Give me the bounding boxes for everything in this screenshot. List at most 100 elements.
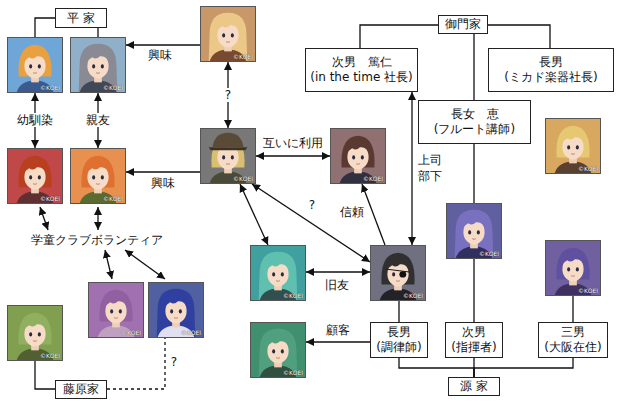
- watermark: ©KOEI: [283, 370, 303, 376]
- character-portrait: ©KOEI: [7, 37, 63, 93]
- leader-arrow: [125, 250, 165, 279]
- portrait-art: [8, 306, 62, 360]
- character-portrait: ©KOEI: [250, 245, 306, 301]
- eye: [29, 332, 32, 336]
- eye: [101, 175, 104, 179]
- box-text: 長男: [387, 325, 411, 340]
- eye: [38, 64, 41, 68]
- relation-connector: [399, 358, 474, 377]
- character-portrait: ©KOEI: [148, 282, 204, 338]
- relation-connector: [411, 92, 412, 245]
- relation-connector: [474, 358, 573, 377]
- relation-connector: [306, 341, 370, 342]
- character-portrait: ©KOEI: [545, 118, 601, 174]
- mouth: [174, 317, 178, 319]
- edge-label: 旧友: [323, 278, 351, 292]
- watermark: ©KOEI: [283, 293, 303, 299]
- family-box: 藤原家: [55, 380, 107, 399]
- relation-connector: [488, 25, 550, 48]
- hair-bangs: [22, 158, 47, 175]
- mouth: [571, 153, 575, 155]
- eye: [477, 230, 480, 234]
- portrait-art: [251, 246, 305, 300]
- edge-label: ?: [223, 88, 233, 102]
- portrait-ground: [8, 149, 62, 203]
- eye: [361, 155, 364, 159]
- mouth: [33, 72, 37, 74]
- portrait-art: [71, 38, 125, 92]
- relation-connector: [126, 44, 200, 45]
- watermark: ©KOEI: [233, 176, 253, 182]
- portrait-art: [546, 119, 600, 173]
- edge-label: 親友: [84, 113, 112, 127]
- relation-connector: [398, 301, 399, 322]
- family-box: 三男(大阪在住): [538, 322, 608, 358]
- mouth: [472, 238, 476, 240]
- portrait-art: [149, 283, 203, 337]
- portrait-art: [71, 149, 125, 203]
- family-box: 源 家: [448, 377, 500, 396]
- hair-bangs: [560, 128, 585, 145]
- eye: [38, 332, 41, 336]
- portrait-ground: [89, 283, 143, 337]
- eye-patch: [399, 271, 406, 277]
- mouth: [96, 183, 100, 185]
- edge-label: 興味: [146, 48, 174, 62]
- eye: [281, 272, 284, 276]
- character-portrait: ©KOEI: [7, 148, 63, 204]
- portrait-ground: [447, 204, 501, 258]
- eye: [170, 309, 173, 313]
- mouth: [356, 163, 360, 165]
- watermark: ©KOEI: [403, 293, 423, 299]
- eye: [567, 267, 570, 271]
- character-portrait: ©KOEI: [7, 305, 63, 361]
- watermark: ©KOEI: [363, 176, 383, 182]
- portrait-art: [201, 7, 255, 61]
- edge-label: 幼馴染: [15, 113, 55, 127]
- relation-connector: [240, 184, 268, 245]
- watermark: ©KOEI: [578, 288, 598, 294]
- character-portrait: ©KOEI: [88, 282, 144, 338]
- mouth: [276, 357, 280, 359]
- character-portrait: ©KOEI: [70, 37, 126, 93]
- family-box: 長女 恵(フルート講師): [418, 100, 531, 144]
- edge-label: 顧客: [324, 323, 352, 337]
- relation-connector: [126, 171, 200, 172]
- box-text: (in the time 社長): [310, 70, 413, 85]
- edge-label: ?: [307, 198, 317, 212]
- box-text: 次男: [462, 325, 486, 340]
- leader-arrow: [97, 207, 98, 230]
- watermark: ©KOEI: [40, 85, 60, 91]
- portrait-ground: [201, 7, 255, 61]
- portrait-art: [89, 283, 143, 337]
- character-portrait: ©KOEI: [545, 240, 601, 296]
- eye: [119, 309, 122, 313]
- watermark: ©KOEI: [40, 353, 60, 359]
- box-text: 長女 恵: [451, 107, 499, 122]
- box-text: 藤原家: [63, 382, 99, 397]
- eye: [179, 309, 182, 313]
- family-box: 長男(ミカド楽器社長): [488, 48, 614, 92]
- dashed-connector: [107, 338, 165, 389]
- portrait-ground: [331, 129, 385, 183]
- portrait-art: [251, 323, 305, 377]
- portrait-ground: [251, 323, 305, 377]
- hair-bangs: [461, 213, 486, 230]
- relation-connector: [360, 25, 438, 48]
- portrait-ground: [8, 38, 62, 92]
- mouth: [276, 280, 280, 282]
- family-box: 長男(調律師): [370, 322, 428, 358]
- portrait-art: [371, 246, 425, 300]
- eye: [576, 267, 579, 271]
- box-text: (フルート講師): [434, 122, 515, 137]
- eye: [38, 175, 41, 179]
- edge-label: 互いに利用: [261, 136, 325, 150]
- character-portrait: ©KOEI: [370, 245, 426, 301]
- relation-connector: [473, 144, 474, 203]
- box-text: (調律師): [376, 340, 421, 355]
- portrait-ground: [371, 246, 425, 300]
- hair-bangs: [85, 158, 110, 175]
- portrait-art: [546, 241, 600, 295]
- character-portrait: ©KOEI: [250, 322, 306, 378]
- portrait-art: [447, 204, 501, 258]
